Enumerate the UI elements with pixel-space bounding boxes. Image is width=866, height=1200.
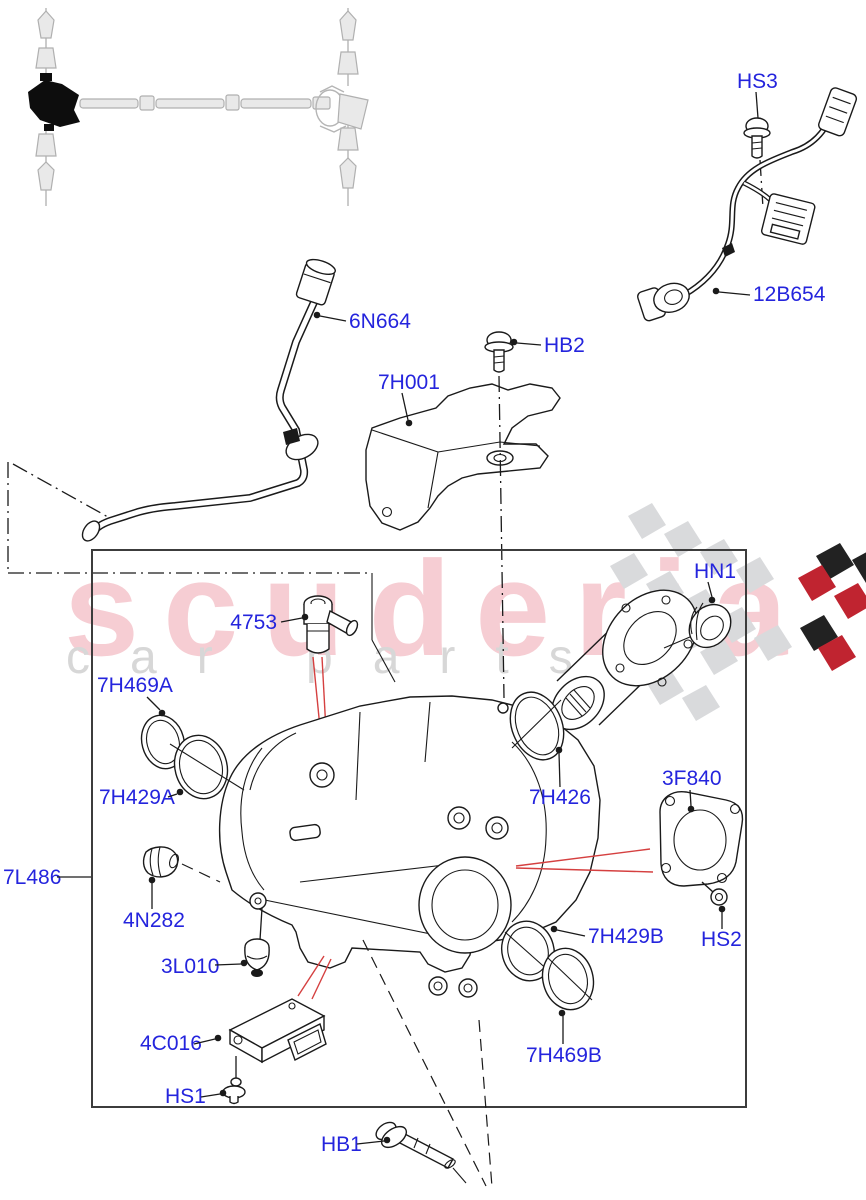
part-label-hb2[interactable]: HB2 <box>544 334 585 357</box>
part-label-4c016[interactable]: 4C016 <box>140 1032 202 1055</box>
part-4n282-plug: 4N282 <box>123 846 221 932</box>
part-label-7l486[interactable]: 7L486 <box>3 866 61 889</box>
part-label-7h426[interactable]: 7H426 <box>529 786 591 809</box>
part-label-4753[interactable]: 4753 <box>230 611 277 634</box>
part-label-hs1[interactable]: HS1 <box>165 1085 206 1108</box>
part-label-3f840[interactable]: 3F840 <box>662 767 722 790</box>
part-hs1-screw: HS1 <box>165 1056 246 1108</box>
part-output-flange: HN1 <box>551 560 736 731</box>
part-hb2-bolt: HB2 <box>484 331 585 699</box>
part-hs3-bolt: HS3 <box>737 70 778 209</box>
part-7h429b-seal: 7H429B <box>501 920 664 982</box>
bottom-construction-lines <box>362 939 493 1188</box>
part-label-7h469b[interactable]: 7H469B <box>526 1044 602 1067</box>
part-7h001-bracket: 7H001 <box>365 371 561 531</box>
part-7h429a-seal: 7H429A <box>99 734 245 809</box>
part-7l486-transfer-case: 7L486 <box>3 695 601 998</box>
drivetrain-thumbnail <box>28 8 369 206</box>
part-label-12b654[interactable]: 12B654 <box>753 283 826 306</box>
part-label-7h469a[interactable]: 7H469A <box>97 674 173 697</box>
part-label-hn1[interactable]: HN1 <box>694 560 736 583</box>
part-4c016-module: 4C016 <box>140 955 332 1064</box>
part-label-3l010[interactable]: 3L010 <box>161 955 219 978</box>
part-label-7h429b[interactable]: 7H429B <box>588 925 664 948</box>
part-hs2-screw: HS2 <box>701 881 742 951</box>
part-3f840-cover: 3F840 <box>515 767 744 887</box>
part-label-6n664[interactable]: 6N664 <box>349 310 411 333</box>
part-7h426-seal: 7H426 <box>509 691 591 809</box>
part-12b654-harness: 12B654 <box>637 87 858 322</box>
part-label-hb1[interactable]: HB1 <box>321 1133 362 1156</box>
part-6n664-tube: 6N664 <box>81 258 411 542</box>
part-7h469b-seal: 7H469B <box>526 947 602 1067</box>
construction-lines <box>7 462 396 683</box>
part-label-4n282[interactable]: 4N282 <box>123 909 185 932</box>
part-label-7h429a[interactable]: 7H429A <box>99 786 175 809</box>
part-3l010-plug: 3L010 <box>161 907 270 978</box>
part-7h469a-seal: 7H469A <box>97 674 186 770</box>
part-label-7h001[interactable]: 7H001 <box>378 371 440 394</box>
part-4753-sensor: 4753 <box>230 595 359 769</box>
part-label-hs3[interactable]: HS3 <box>737 70 778 93</box>
assembly-boundary-box <box>91 549 747 1108</box>
part-label-hs2[interactable]: HS2 <box>701 928 742 951</box>
part-hb1-bolt: HB1 <box>321 1121 467 1184</box>
